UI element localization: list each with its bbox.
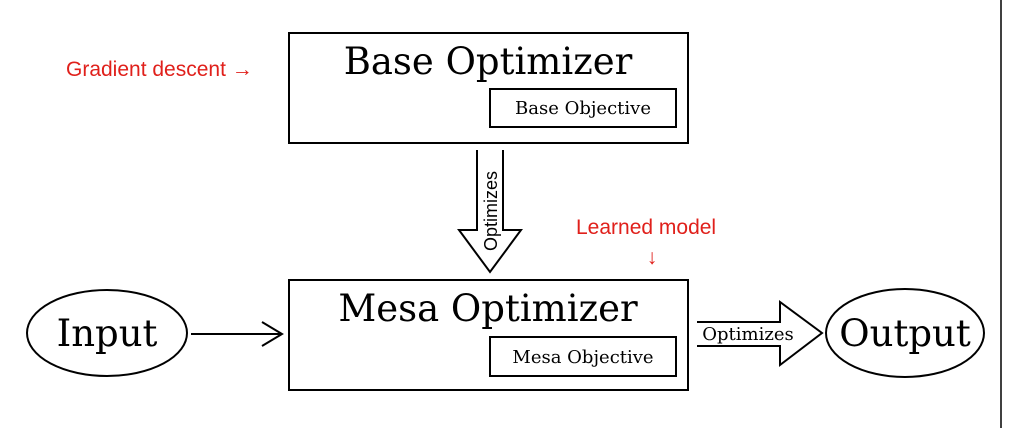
base-objective-box: [489, 88, 677, 128]
base-optimizer-box: [288, 32, 689, 144]
optimizes-down-arrow: [457, 150, 523, 274]
optimizes-right-arrow: [697, 300, 824, 368]
mesa-objective-box: [489, 336, 677, 377]
input-arrow-head: [261, 321, 284, 347]
input-label: Input: [57, 312, 158, 355]
learned-model-annotation: Learned model: [576, 216, 716, 239]
mesa-optimizer-box: [288, 279, 689, 391]
output-ellipse: [825, 288, 985, 378]
vertical-optimizes-label: Optimizes: [481, 171, 501, 251]
base-optimizer-title: Base Optimizer: [344, 40, 633, 83]
input-ellipse: [26, 289, 188, 377]
learned-model-down-arrow: ↓: [647, 246, 658, 269]
mesa-optimizer-title: Mesa Optimizer: [338, 287, 638, 330]
gradient-descent-annotation: Gradient descent →: [66, 58, 253, 81]
horizontal-optimizes-label: Optimizes: [702, 324, 793, 345]
base-objective-label: Base Objective: [515, 98, 651, 119]
mesa-objective-label: Mesa Objective: [512, 347, 653, 368]
output-label: Output: [839, 312, 971, 355]
